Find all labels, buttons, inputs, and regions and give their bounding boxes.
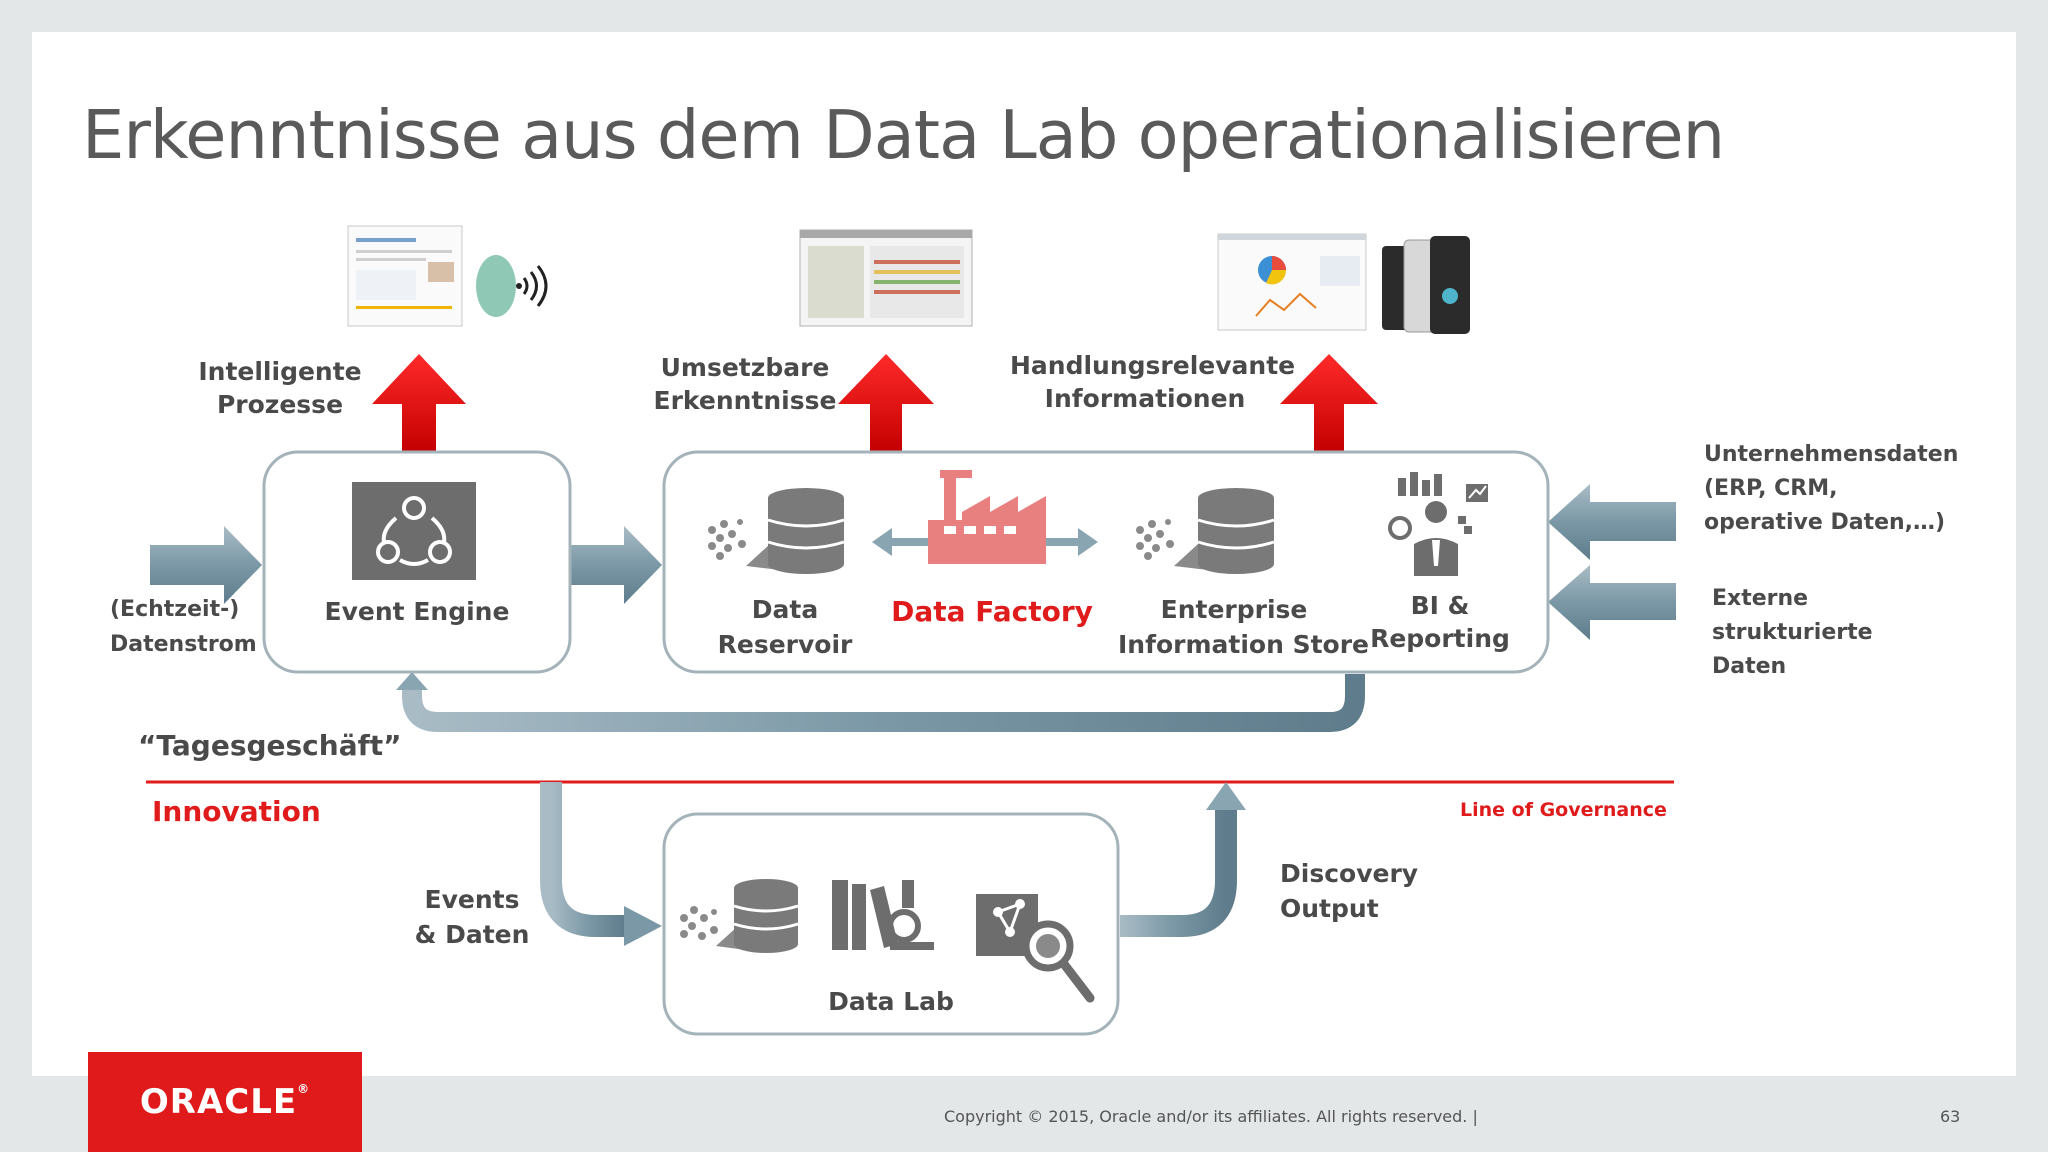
feedback-loop-arrow: [402, 674, 1365, 732]
discovery-output-arrow: [1120, 808, 1237, 937]
input-arrow-stream: [150, 526, 262, 604]
label-line: (Echtzeit-): [110, 597, 240, 622]
events-flow-arrow: [540, 782, 626, 937]
label-line: Information Store: [1118, 630, 1370, 659]
discovery-output-label: Discovery Output: [1280, 856, 1418, 926]
data-lab-database-icon: [680, 879, 799, 953]
data-factory-label: Data Factory: [891, 595, 1093, 628]
label-line: Externe: [1712, 586, 1809, 611]
bi-reporting-label: BI & Reporting: [1366, 590, 1514, 655]
label-line: Umsetzbare: [660, 353, 830, 382]
label-line: Reporting: [1370, 623, 1510, 653]
label-line: Data: [751, 595, 819, 624]
process-screenshot-thumbnail: [347, 225, 463, 327]
label-line: Informationen: [1044, 383, 1246, 413]
label-line: Unternehmensdaten: [1704, 442, 1959, 467]
input-arrow-external: [1548, 565, 1676, 640]
label-line: BI &: [1410, 591, 1470, 620]
external-data-label: Externe strukturierte Daten: [1712, 582, 1873, 684]
intelligent-processes-label: Intelligente Prozesse: [196, 356, 364, 421]
event-engine-label: Event Engine: [324, 597, 510, 626]
label-line: Intelligente: [198, 357, 362, 386]
label-line: (ERP, CRM,: [1704, 476, 1838, 502]
dashboard-screenshot-thumbnail: [1217, 233, 1367, 331]
copyright-footer: Copyright © 2015, Oracle and/or its affi…: [944, 1107, 1478, 1126]
oracle-logo-text: ORACLE: [139, 1082, 298, 1122]
input-arrow-enterprise: [1548, 484, 1676, 560]
enterprise-data-label: Unternehmensdaten (ERP, CRM, operative D…: [1704, 438, 1958, 540]
oracle-logo-box: ORACLE®: [88, 1052, 362, 1152]
feedback-loop-arrowhead: [396, 672, 428, 690]
label-line: operative Daten,…): [1704, 510, 1946, 536]
data-lab-label: Data Lab: [828, 987, 954, 1016]
relevant-information-label: Handlungsrelevante Informationen: [1010, 350, 1296, 415]
data-reservoir-label: Data Reservoir: [710, 592, 860, 662]
data-reservoir-icon: [708, 488, 845, 574]
oracle-logo: ORACLE®: [139, 1082, 311, 1122]
data-factory-icon: [872, 470, 1098, 564]
sensor-device-icon: [476, 255, 548, 317]
daily-business-label: “Tagesgeschäft”: [138, 729, 402, 762]
innovation-label: Innovation: [152, 795, 321, 828]
label-line: Discovery: [1280, 859, 1419, 888]
label-line: Output: [1280, 894, 1379, 923]
data-store-box: [662, 450, 1550, 674]
event-engine-icon: [352, 482, 476, 580]
library-lab-icon: [832, 880, 934, 950]
events-flow-arrowhead: [624, 906, 662, 946]
realtime-stream-label: (Echtzeit-) Datenstrom: [110, 592, 257, 662]
enterprise-information-store-icon: [1136, 488, 1275, 574]
label-line: Prozesse: [216, 389, 344, 419]
label-line: Reservoir: [717, 630, 853, 659]
label-line: strukturierte: [1712, 620, 1873, 646]
page-number: 63: [1940, 1107, 1961, 1126]
label-line: Events: [424, 885, 520, 914]
page-title: Erkenntnisse aus dem Data Lab operationa…: [82, 96, 1725, 174]
output-arrow-red: [1280, 354, 1378, 452]
label-line: Daten: [1712, 654, 1787, 680]
line-of-governance-label: Line of Governance: [1460, 799, 1667, 821]
label-line: & Daten: [414, 920, 530, 949]
enterprise-information-store-label: Enterprise Information Store: [1118, 592, 1370, 662]
label-line: Erkenntnisse: [653, 385, 837, 415]
analytics-screenshot-thumbnail: [799, 229, 973, 327]
output-arrow-red: [838, 354, 934, 452]
mobile-devices-icon: [1382, 236, 1470, 334]
bi-reporting-icon: [1388, 472, 1488, 576]
label-line: Enterprise: [1160, 595, 1308, 624]
flow-arrow-engine-to-store: [570, 526, 662, 604]
label-line: Handlungsrelevante: [1010, 351, 1296, 380]
analysis-magnifier-icon: [976, 894, 1095, 1003]
label-line: Datenstrom: [110, 632, 257, 658]
output-arrow-red: [372, 354, 466, 452]
events-data-label: Events & Daten: [402, 882, 542, 952]
actionable-insights-label: Umsetzbare Erkenntnisse: [640, 352, 850, 417]
discovery-output-arrowhead: [1206, 782, 1246, 810]
